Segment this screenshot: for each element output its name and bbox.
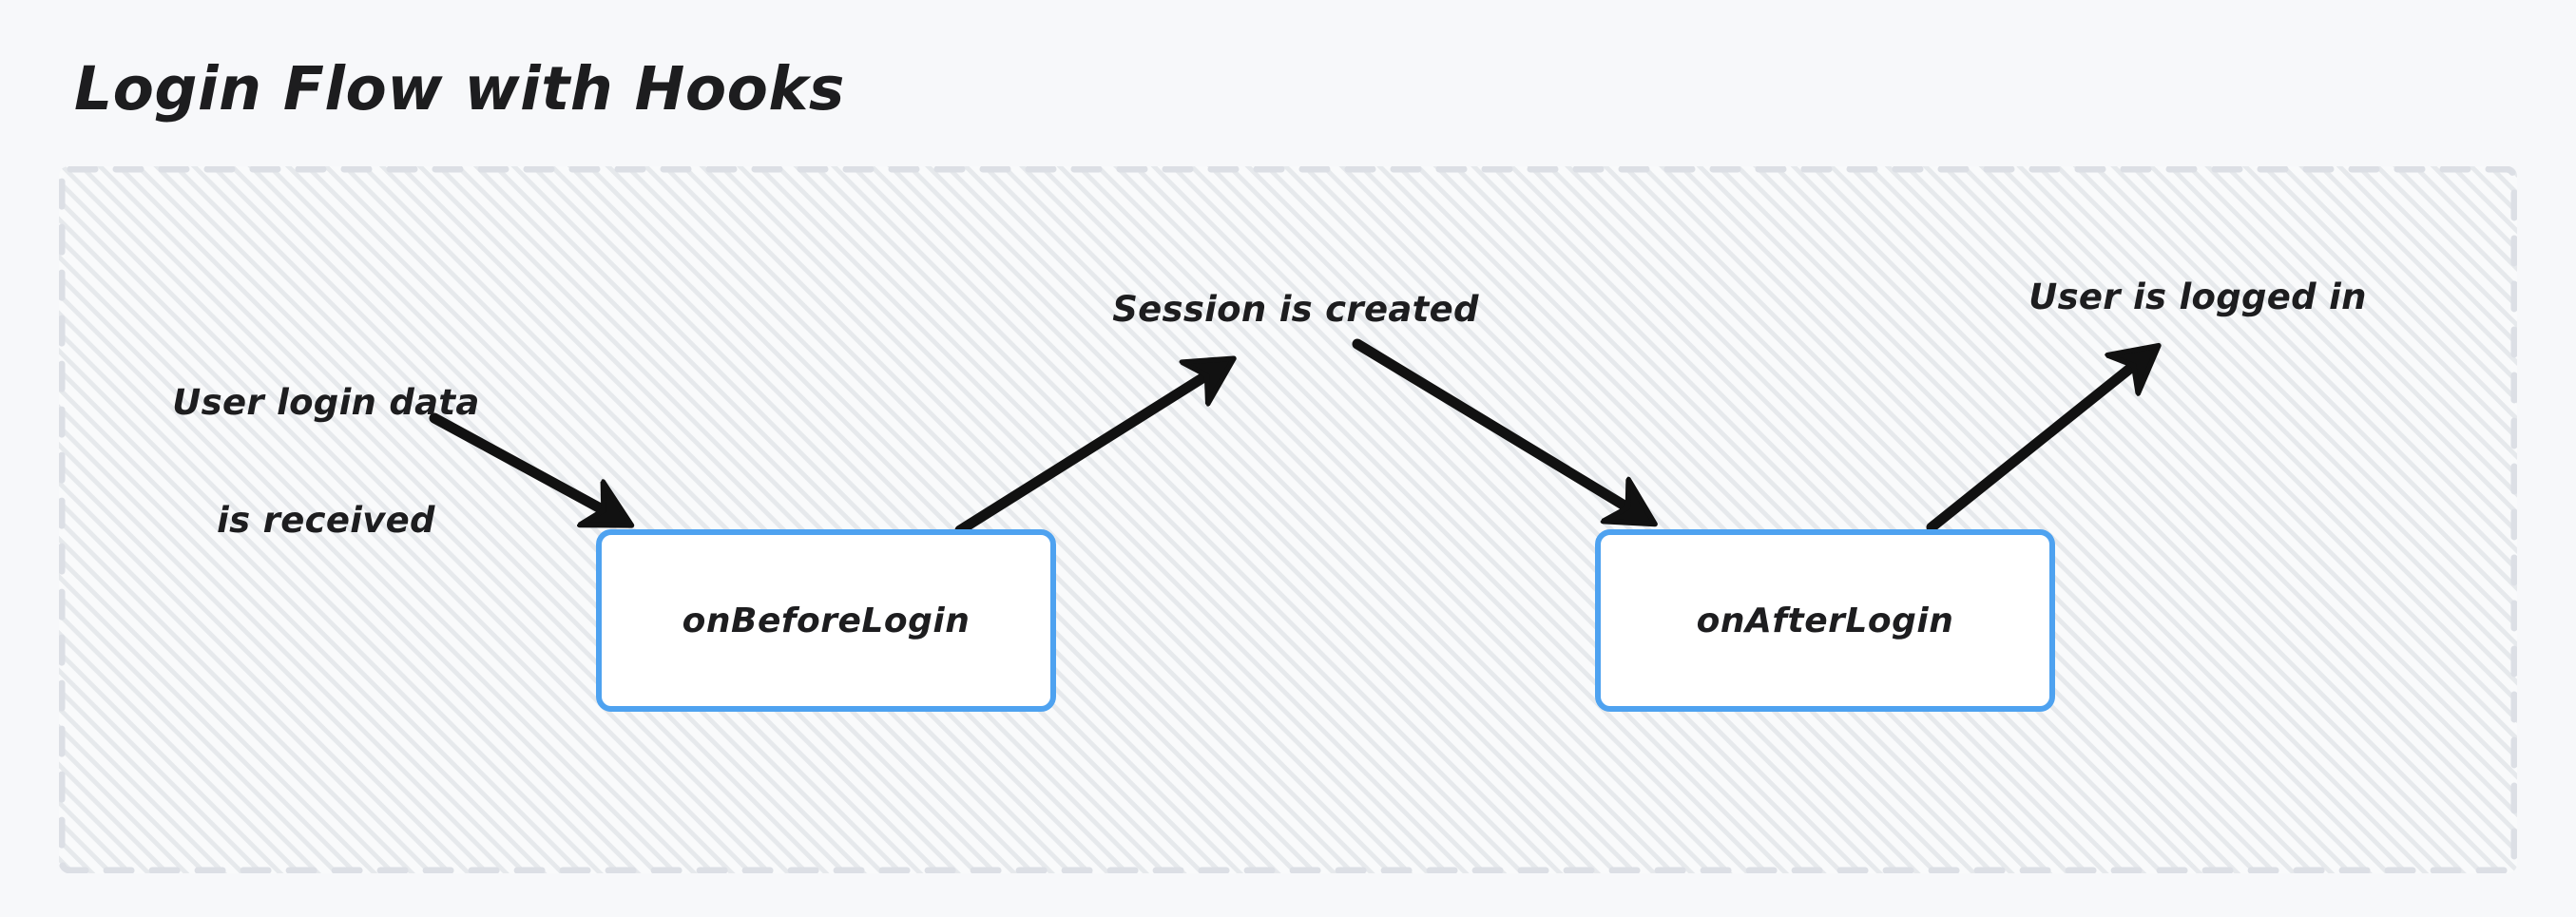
- page-title: Login Flow with Hooks: [74, 54, 845, 124]
- edge-label-user-login-data-line2: is received: [217, 500, 435, 542]
- node-on-after-login-label: onAfterLogin: [1696, 601, 1954, 640]
- node-on-before-login[interactable]: onBeforeLogin: [596, 529, 1056, 712]
- edge-label-user-login-data: User login data is received: [141, 304, 511, 620]
- edge-label-user-logged-in: User is logged in: [2028, 277, 2367, 317]
- edge-label-user-login-data-line1: User login data: [172, 381, 480, 423]
- node-on-before-login-label: onBeforeLogin: [682, 601, 971, 640]
- node-on-after-login[interactable]: onAfterLogin: [1595, 529, 2055, 712]
- edge-label-session-created: Session is created: [1112, 289, 1479, 330]
